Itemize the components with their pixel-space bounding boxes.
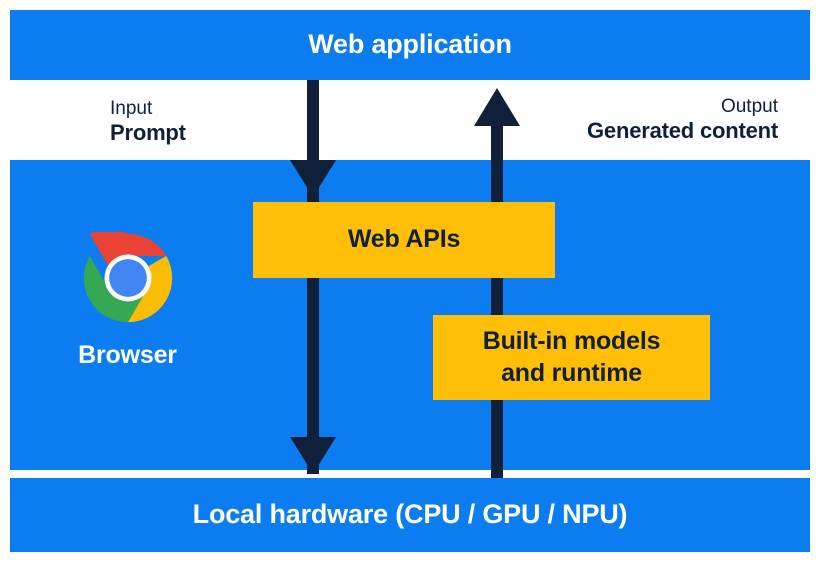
input-annotation: Input Prompt (110, 98, 186, 146)
component-builtin-models-label: Built-in models and runtime (483, 326, 661, 389)
layer-web-application: Web application (10, 10, 810, 80)
component-builtin-models: Built-in models and runtime (433, 315, 710, 400)
output-kind-label: Output (720, 96, 778, 117)
input-kind-label: Input (110, 98, 153, 119)
browser-mark: Browser (60, 232, 195, 370)
output-annotation: Output Generated content (587, 96, 778, 144)
input-value-label: Prompt (110, 120, 186, 146)
layer-local-hardware: Local hardware (CPU / GPU / NPU) (10, 478, 810, 552)
component-web-apis: Web APIs (253, 202, 555, 278)
component-web-apis-label: Web APIs (347, 225, 461, 254)
layer-local-hardware-label: Local hardware (CPU / GPU / NPU) (192, 499, 628, 530)
output-value-label: Generated content (587, 118, 778, 144)
layer-browser-label: Browser (78, 341, 177, 369)
component-builtin-models-label-line2: and runtime (501, 358, 642, 387)
component-builtin-models-label-line1: Built-in models (482, 327, 661, 356)
layer-web-application-label: Web application (308, 29, 512, 60)
chrome-logo-icon (83, 232, 172, 323)
